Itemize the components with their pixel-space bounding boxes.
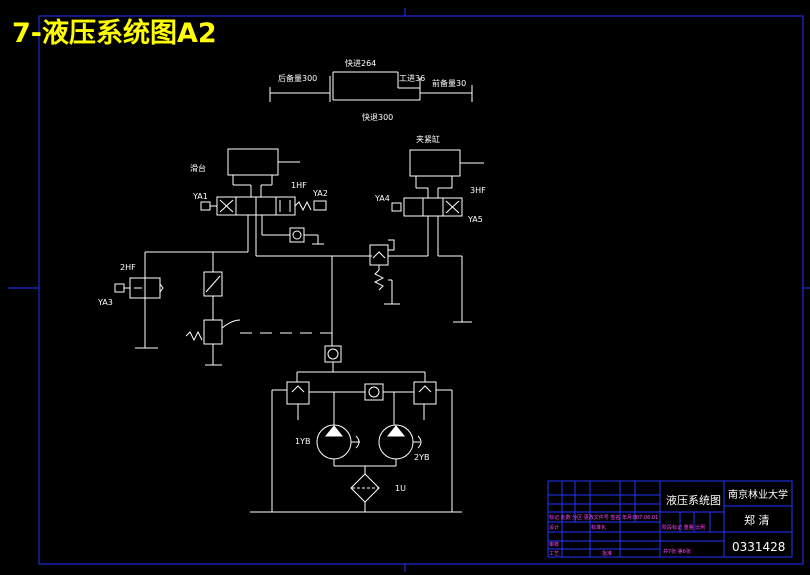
row-design: 设计	[549, 524, 559, 531]
row-approve: 批准	[602, 550, 612, 557]
directional-valve-3hf	[403, 197, 463, 217]
drawing-name: 液压系统图	[666, 493, 721, 507]
pump1-label: 1YB	[295, 437, 310, 446]
drawing-number: 0331428	[732, 540, 785, 554]
school-name: 南京林业大学	[728, 488, 788, 501]
drawing-frame	[38, 15, 804, 565]
clamp-circuit: 夹紧缸 YA4 3HF YA5	[331, 134, 486, 346]
rear-margin-label: 后备量300	[278, 73, 317, 83]
ya4-label: YA4	[374, 194, 390, 203]
hf1-label: 1HF	[291, 181, 307, 190]
sheet-info: 共7张 第6张	[663, 548, 691, 555]
ya2-label: YA2	[312, 189, 328, 198]
fast-advance-label: 快进264	[345, 58, 376, 68]
row-scale: 阶段标记 重量 比例	[662, 524, 705, 531]
clamp-cylinder-label: 夹紧缸	[416, 134, 440, 144]
row-std: 标准化	[591, 524, 606, 531]
ya3-label: YA3	[97, 298, 113, 307]
author-name: 郑 清	[744, 513, 770, 527]
hf2-label: 2HF	[120, 263, 136, 272]
row-process: 工艺	[549, 551, 559, 557]
relief-valve-right	[413, 381, 437, 405]
front-margin-label: 前备量30	[432, 78, 466, 88]
pump-station: 1YB 2YB 1U	[250, 345, 462, 513]
filter-label: 1U	[395, 484, 406, 493]
date-mark: 07.06.01	[636, 515, 658, 521]
ya5-label: YA5	[467, 215, 483, 224]
slide-circuit: 滑台 YA1 1HF YA2	[97, 148, 372, 366]
hf3-label: 3HF	[470, 186, 486, 195]
ya1-label: YA1	[192, 192, 208, 201]
work-feed-label: 工进36	[399, 74, 425, 83]
drawing-title: 7-液压系统图A2	[12, 17, 217, 49]
fast-return-label: 快退300	[362, 112, 393, 122]
row-review: 审核	[549, 541, 559, 548]
title-block: 液压系统图 南京林业大学 郑 清 0331428 共7张 第6张 标记 处数 分…	[547, 480, 793, 558]
row-marks: 标记 处数 分区 更改文件号 签名 年月日	[549, 514, 637, 521]
slide-label: 滑台	[190, 163, 206, 173]
pump2-label: 2YB	[414, 453, 429, 462]
motion-cycle-diagram: 快进264 后备量300 工进36 前备量30 快退300	[269, 58, 473, 122]
